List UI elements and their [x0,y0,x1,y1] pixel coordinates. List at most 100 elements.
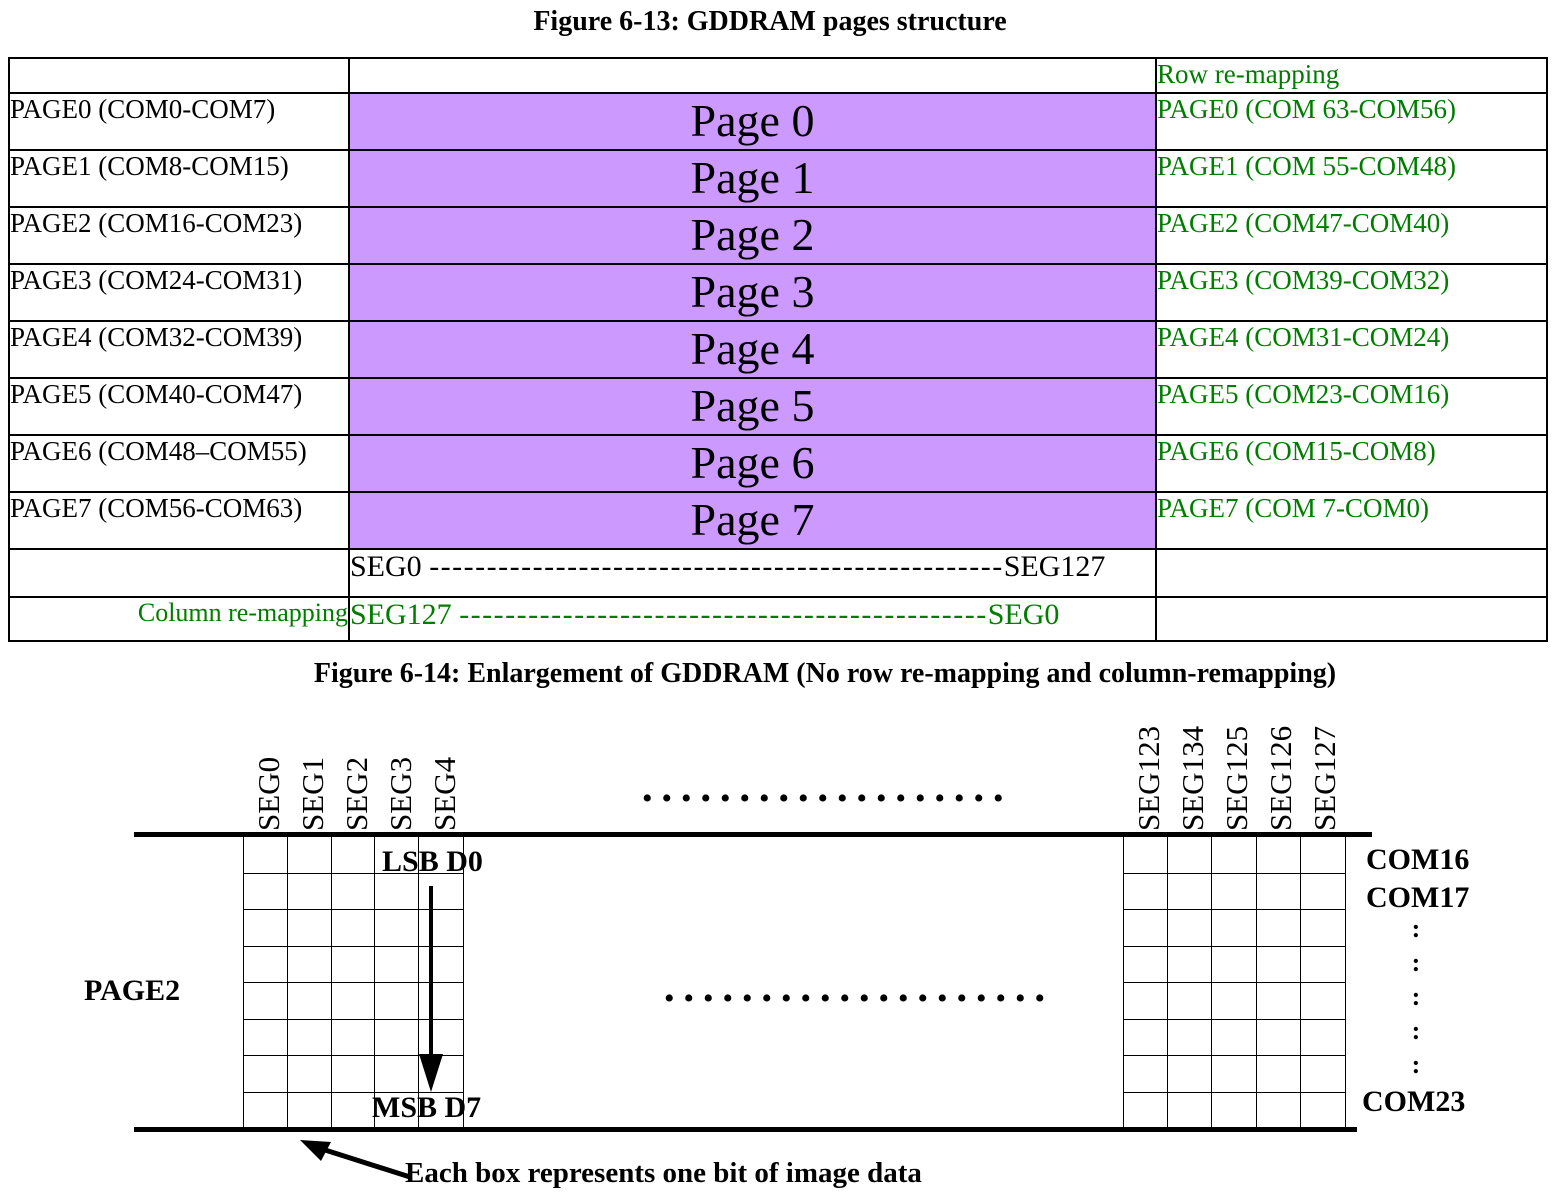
page-range-label: PAGE3 (COM24-COM31) [8,263,350,322]
page-cell: Page 7 [348,491,1157,550]
column-remapping-label: Column re-mapping [8,596,350,642]
bit-cell [244,1092,288,1129]
bit-cell [1168,873,1213,910]
seg-column-label: SEG134 [1175,725,1210,831]
com-ellipsis-dots: : : : : : [1406,912,1426,1082]
bit-cell [1300,837,1345,874]
table-row: PAGE1 (COM8-COM15) Page 1 PAGE1 (COM 55-… [8,149,1548,208]
bit-cell [1300,874,1345,910]
page-range-label: PAGE7 (COM56-COM63) [8,491,350,550]
caption-pointer-arrow [300,1140,411,1180]
bit-cell [1168,910,1213,947]
empty-cell [1155,596,1548,642]
seg-column-label: SEG2 [339,756,374,831]
bit-cell [1168,1019,1213,1056]
seg-column-label: SEG1 [295,756,330,831]
bit-cell [244,910,288,947]
seg-column-label: SEG127 [1307,725,1342,831]
bit-cell [287,1092,332,1129]
row-remap-label: PAGE3 (COM39-COM32) [1155,263,1548,322]
bit-box-caption: Each box represents one bit of image dat… [405,1157,922,1189]
row-remap-label: PAGE6 (COM15-COM8) [1155,434,1548,493]
page-cell: Page 5 [348,377,1157,436]
row-remap-label: PAGE2 (COM47-COM40) [1155,206,1548,265]
bit-cell [375,1092,420,1129]
bit-cell [1300,983,1345,1020]
bit-cell [1256,983,1301,1020]
seg-column-label: SEG125 [1219,725,1254,831]
figure-6-14-title: Figure 6-14: Enlargement of GDDRAM (No r… [313,658,1337,689]
bit-cell [1256,837,1301,874]
bit-cell [1256,946,1301,983]
bit-cell [287,837,332,874]
table-row: PAGE4 (COM32-COM39) Page 4 PAGE4 (COM31-… [8,320,1548,379]
bit-cell [331,873,376,910]
bit-cell [1124,837,1169,874]
colon-dot: : [1411,1016,1421,1045]
bit-cell [375,873,420,910]
row-remap-label: PAGE7 (COM 7-COM0) [1155,491,1548,550]
bit-cell [1124,910,1169,947]
bit-cell [287,1056,332,1093]
page2-label: PAGE2 [84,974,181,1007]
seg-start-label: SEG0 [350,550,430,583]
table-row: PAGE5 (COM40-COM47) Page 5 PAGE5 (COM23-… [8,377,1548,436]
colon-dot: : [1411,948,1421,977]
bit-cell [244,983,288,1020]
seg-order-row: SEG0 -----------------------------------… [8,548,1548,598]
page-cell: Page 2 [348,206,1157,265]
bit-cell [287,910,332,947]
bit-cell [419,1056,463,1093]
bit-cell [331,1019,376,1056]
header-empty-cell [348,57,1157,94]
row-remapping-header: Row re-mapping [1155,57,1548,94]
bit-cell [1124,873,1169,910]
page-range-label: PAGE6 (COM48–COM55) [8,434,350,493]
column-remap-row: Column re-mapping SEG127 ---------------… [8,596,1548,642]
bit-cell [1300,1056,1345,1093]
colon-dot: : [1411,914,1421,943]
page-cell: Page 4 [348,320,1157,379]
table-row: PAGE6 (COM48–COM55) Page 6 PAGE6 (COM15-… [8,434,1548,493]
bit-cell [1124,1092,1169,1129]
bit-cell [331,1092,376,1129]
page-top-line [134,832,1372,837]
bit-cell [419,874,463,910]
table-row: PAGE2 (COM16-COM23) Page 2 PAGE2 (COM47-… [8,206,1548,265]
page-cell: Page 0 [348,92,1157,151]
header-empty-cell [8,57,350,94]
bit-cell [1256,873,1301,910]
seg-column-label: SEG3 [383,756,418,831]
bit-cell [1212,1056,1257,1093]
page-range-label: PAGE2 (COM16-COM23) [8,206,350,265]
bit-cell [1300,910,1345,947]
bit-cell [331,983,376,1020]
seg-end-label: SEG0 [987,598,1060,631]
bit-cell [331,910,376,947]
bit-cell [1124,983,1169,1020]
row-remap-label: PAGE4 (COM31-COM24) [1155,320,1548,379]
bit-cell [1300,1020,1345,1056]
bit-cell [331,837,376,874]
row-remap-label: PAGE1 (COM 55-COM48) [1155,149,1548,208]
seg-column-label: SEG0 [251,756,286,831]
bit-cell [331,946,376,983]
bit-order-down-arrow [419,886,443,1092]
bit-cell [1212,837,1257,874]
bit-grid-right [1123,836,1346,1130]
bit-cell [287,1019,332,1056]
bit-cell [419,947,463,983]
seg-start-label: SEG127 [350,598,460,631]
com16-label: COM16 [1366,843,1470,876]
bit-cell [287,873,332,910]
table-row: PAGE3 (COM24-COM31) Page 3 PAGE3 (COM39-… [8,263,1548,322]
seg-end-label: SEG127 [1003,550,1106,583]
bit-cell [375,983,420,1020]
bit-cell [244,946,288,983]
bit-cell [1168,1056,1213,1093]
bit-cell [1212,910,1257,947]
bit-cell [1212,1092,1257,1129]
bit-cell [1256,1019,1301,1056]
bit-cell [1212,946,1257,983]
